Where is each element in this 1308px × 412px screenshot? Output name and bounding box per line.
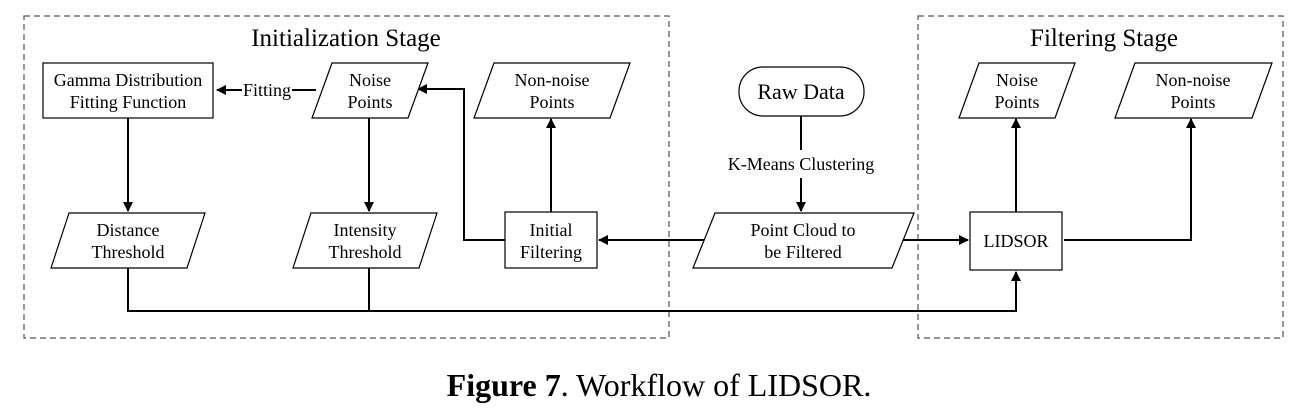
initial-filtering-node: Initial Filtering	[504, 211, 598, 269]
nonnoise-points-filter-node: Non-noise Points	[1114, 62, 1273, 119]
gamma-fitting-node: Gamma Distribution Fitting Function	[42, 62, 214, 119]
point-cloud-node: Point Cloud to be Filtered	[692, 212, 915, 269]
edge-initial-noise	[417, 84, 505, 241]
distance-line-2: Threshold	[92, 242, 165, 262]
nonnoise-filter-line-2: Points	[1170, 92, 1215, 112]
nonnoise-init-line-2: Points	[529, 92, 574, 112]
edge-thresholds-lidsor	[127, 268, 1021, 312]
connectors	[123, 84, 1196, 312]
raw-data-label: Raw Data	[757, 79, 845, 104]
edge-lidsor-nonnoise	[1064, 118, 1196, 241]
nonnoise-points-init-node: Non-noise Points	[473, 62, 631, 119]
filtering-stage-title: Filtering Stage	[1030, 25, 1178, 52]
point-cloud-line-1: Point Cloud to	[750, 220, 855, 240]
figure-caption: Figure 7. Workflow of LIDSOR.	[447, 367, 872, 403]
point-cloud-line-2: be Filtered	[764, 242, 841, 262]
edge-label-kmeans: K-Means Clustering	[728, 154, 874, 174]
caption-text: . Workflow of LIDSOR.	[561, 367, 872, 403]
distance-threshold-node: Distance Threshold	[50, 212, 206, 269]
nonnoise-filter-line-1: Non-noise	[1156, 70, 1231, 90]
intensity-line-1: Intensity	[334, 220, 397, 240]
noise-points-init-node: Noise Points	[311, 62, 429, 119]
initial-filtering-line-2: Filtering	[520, 242, 582, 262]
filtering-stage-box	[917, 15, 1284, 339]
lidsor-node: LIDSOR	[969, 211, 1063, 271]
distance-line-1: Distance	[97, 220, 160, 240]
raw-data-node: Raw Data	[738, 66, 865, 117]
lidsor-label: LIDSOR	[983, 231, 1048, 251]
initialization-stage-box	[23, 15, 670, 339]
noise-init-line-1: Noise	[349, 70, 391, 90]
gamma-line-2: Fitting Function	[70, 92, 187, 112]
intensity-line-2: Threshold	[329, 242, 402, 262]
nonnoise-init-line-1: Non-noise	[515, 70, 590, 90]
intensity-threshold-node: Intensity Threshold	[292, 212, 438, 269]
noise-filter-line-2: Points	[994, 92, 1039, 112]
initial-filtering-line-1: Initial	[530, 220, 573, 240]
noise-filter-line-1: Noise	[996, 70, 1038, 90]
initialization-stage-title: Initialization Stage	[251, 25, 441, 52]
caption-label: Figure 7	[447, 367, 561, 403]
edge-label-fitting: Fitting	[243, 80, 291, 100]
noise-init-line-2: Points	[347, 92, 392, 112]
noise-points-filter-node: Noise Points	[958, 62, 1076, 119]
gamma-line-1: Gamma Distribution	[54, 70, 202, 90]
